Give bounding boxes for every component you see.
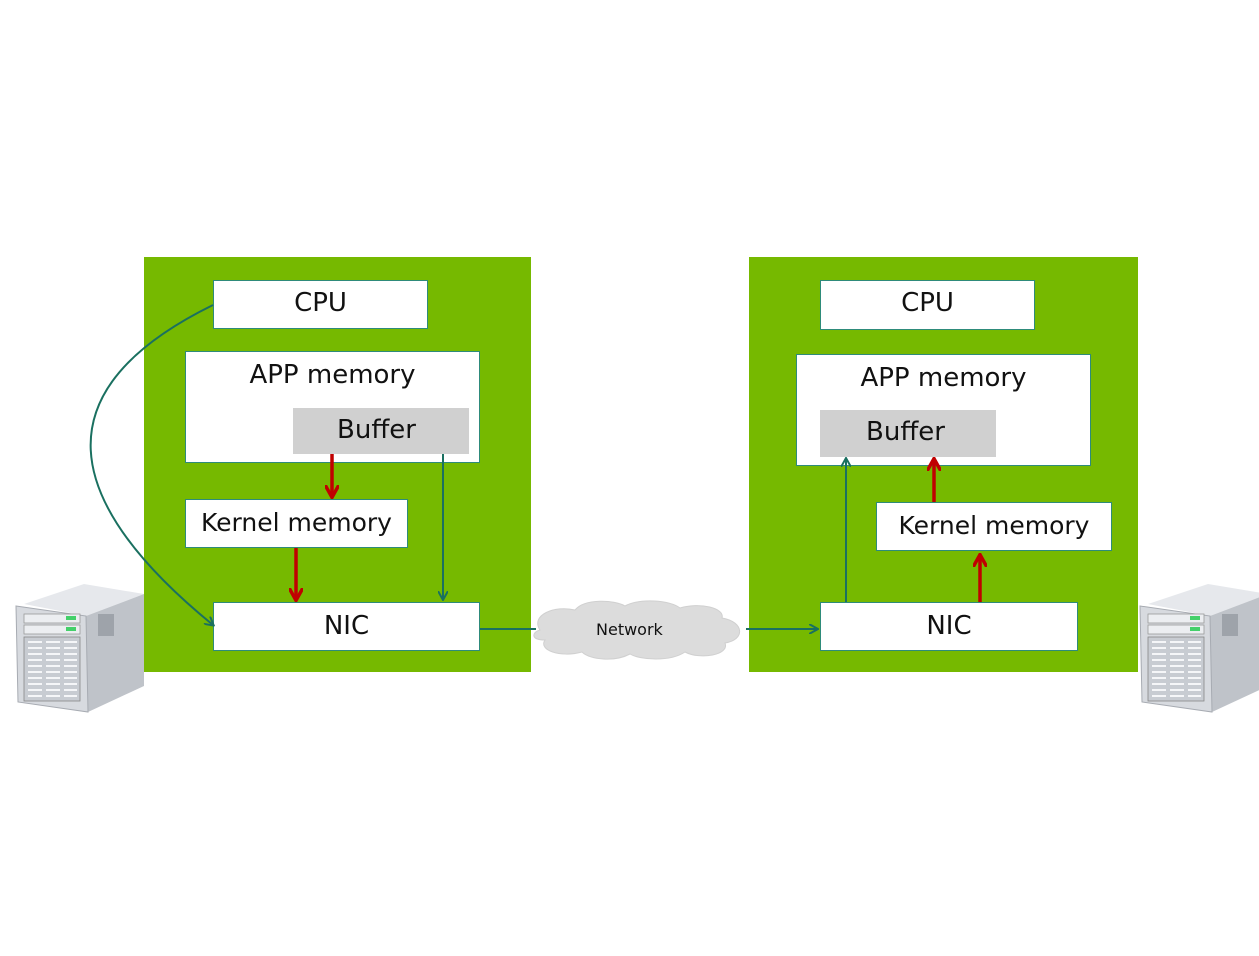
sender-kernel-memory-box: Kernel memory [185, 499, 408, 548]
receiver-app-memory-label: APP memory [860, 363, 1027, 393]
receiver-cpu-box: CPU [820, 280, 1035, 330]
cpu-to-nic-arrow [89, 304, 213, 625]
sender-nic-label: NIC [323, 611, 370, 641]
sender-buffer-label: Buffer [337, 415, 416, 445]
receiver-cpu-label: CPU [901, 288, 954, 318]
network-label: Network [596, 620, 663, 639]
receiver-kernel-memory-box: Kernel memory [876, 502, 1112, 551]
sender-nic-box: NIC [213, 602, 480, 651]
sender-cpu-box: CPU [213, 280, 428, 329]
receiver-nic-box: NIC [820, 602, 1078, 651]
sender-kernel-memory-label: Kernel memory [201, 508, 392, 537]
receiver-buffer-box: Buffer [820, 410, 996, 457]
sender-buffer-box: Buffer [293, 408, 469, 454]
server-tower-icon [15, 584, 144, 713]
receiver-nic-label: NIC [926, 611, 972, 641]
network-cloud-icon [533, 600, 741, 660]
server-tower-icon [1139, 584, 1259, 713]
receiver-kernel-memory-label: Kernel memory [898, 511, 1090, 540]
sender-cpu-label: CPU [294, 288, 347, 318]
receiver-buffer-label: Buffer [866, 417, 945, 447]
sender-app-memory-label: APP memory [249, 360, 416, 390]
